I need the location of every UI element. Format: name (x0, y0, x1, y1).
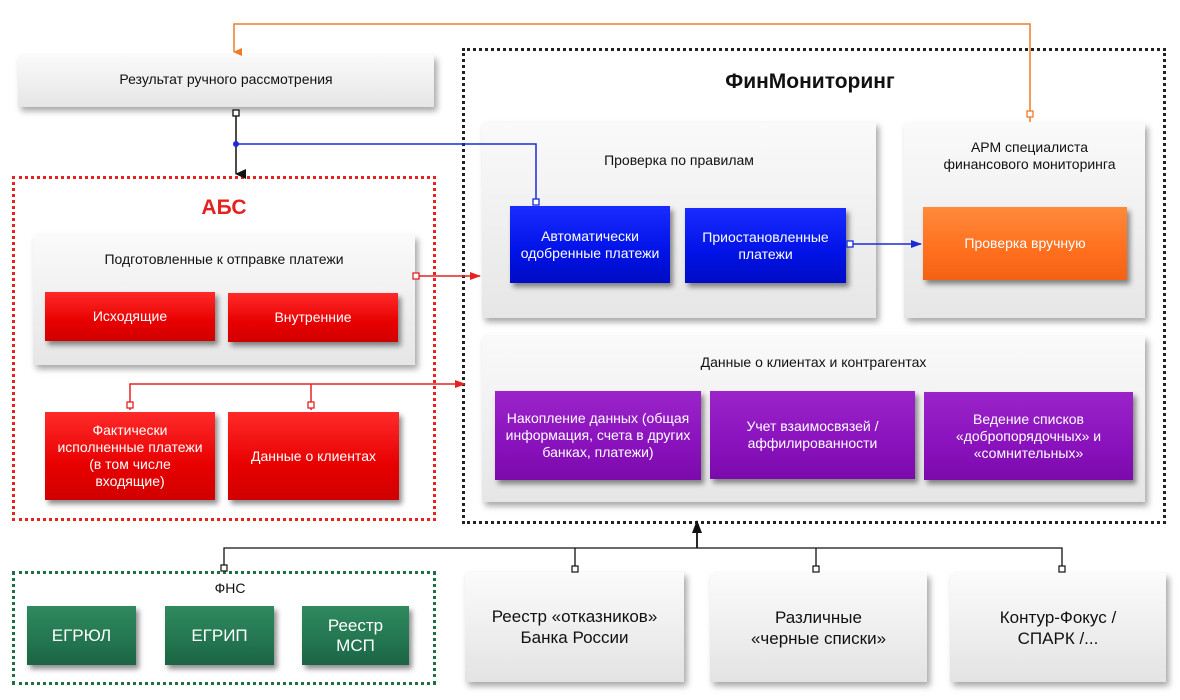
lists-label: Ведение списков «добропорядочных» и «сом… (955, 410, 1102, 461)
suspended-box: Приостановленные платежи (685, 208, 846, 283)
red-connector-executed (126, 380, 466, 410)
arm-title: АРМ специалиста финансового мониторинга (943, 139, 1116, 172)
accumulation-label: Накопление данных (общая информация, сче… (505, 410, 691, 460)
manual-review-panel: Результат ручного рассмотрения (18, 55, 434, 107)
manual-review-label: Результат ручного рассмотрения (119, 71, 333, 87)
sources-connector (220, 520, 1066, 573)
auto-approved-label: Автоматически одобренные платежи (520, 227, 660, 261)
abs-client-data-label: Данные о клиентах (251, 447, 376, 464)
client-data-title: Данные о клиентах и контрагентах (700, 354, 927, 370)
msp-box: Реестр МСП (302, 606, 409, 665)
auto-approved-box: Автоматически одобренные платежи (510, 206, 670, 283)
fns-title: ФНС (214, 580, 246, 596)
egrul-label: ЕГРЮЛ (51, 625, 112, 645)
abs-frame (12, 176, 436, 521)
relations-label: Учет взаимосвязей / аффилированности (746, 418, 879, 451)
blue-connector-top (233, 141, 540, 206)
abs-title: АБС (201, 196, 247, 219)
kontur-spark-panel: Контур-Фокус / СПАРК /... (950, 573, 1166, 682)
executed-payments-label: Фактически исполненные платежи (в том чи… (57, 422, 203, 489)
fns-frame (12, 571, 436, 685)
manual-check-box: Проверка вручную (923, 207, 1127, 280)
blue-connector-suspended (846, 240, 922, 248)
accumulation-box: Накопление данных (общая информация, сче… (495, 391, 701, 480)
refusals-registry-label: Реестр «отказников» Банка России (491, 607, 658, 647)
red-connector-prepared (412, 272, 481, 280)
outgoing-box: Исходящие (45, 292, 215, 341)
suspended-label: Приостановленные платежи (702, 228, 829, 262)
refusals-registry-panel: Реестр «отказников» Банка России (465, 572, 684, 682)
orange-connector (233, 23, 1034, 122)
blacklists-panel: Различные «черные списки» (710, 573, 927, 682)
blacklists-label: Различные «черные списки» (750, 607, 887, 648)
finmon-title: ФинМониторинг (725, 70, 895, 93)
internal-label: Внутренние (274, 309, 352, 325)
abs-client-data-box: Данные о клиентах (228, 412, 399, 500)
lists-box: Ведение списков «добропорядочных» и «сом… (924, 392, 1133, 480)
executed-payments-box: Фактически исполненные платежи (в том чи… (45, 412, 215, 500)
relations-box: Учет взаимосвязей / аффилированности (710, 391, 915, 479)
finmon-frame (462, 48, 1166, 524)
outgoing-label: Исходящие (92, 308, 168, 324)
egrip-label: ЕГРИП (191, 625, 248, 645)
msp-label: Реестр МСП (327, 615, 384, 655)
prepared-payments-title: Подготовленные к отправке платежи (104, 251, 344, 267)
kontur-spark-label: Контур-Фокус / СПАРК /... (999, 607, 1117, 648)
egrul-box: ЕГРЮЛ (27, 606, 136, 665)
rules-check-title: Проверка по правилам (604, 152, 754, 168)
internal-box: Внутренние (228, 293, 398, 342)
manual-check-label: Проверка вручную (964, 235, 1086, 251)
egrip-box: ЕГРИП (165, 606, 274, 665)
